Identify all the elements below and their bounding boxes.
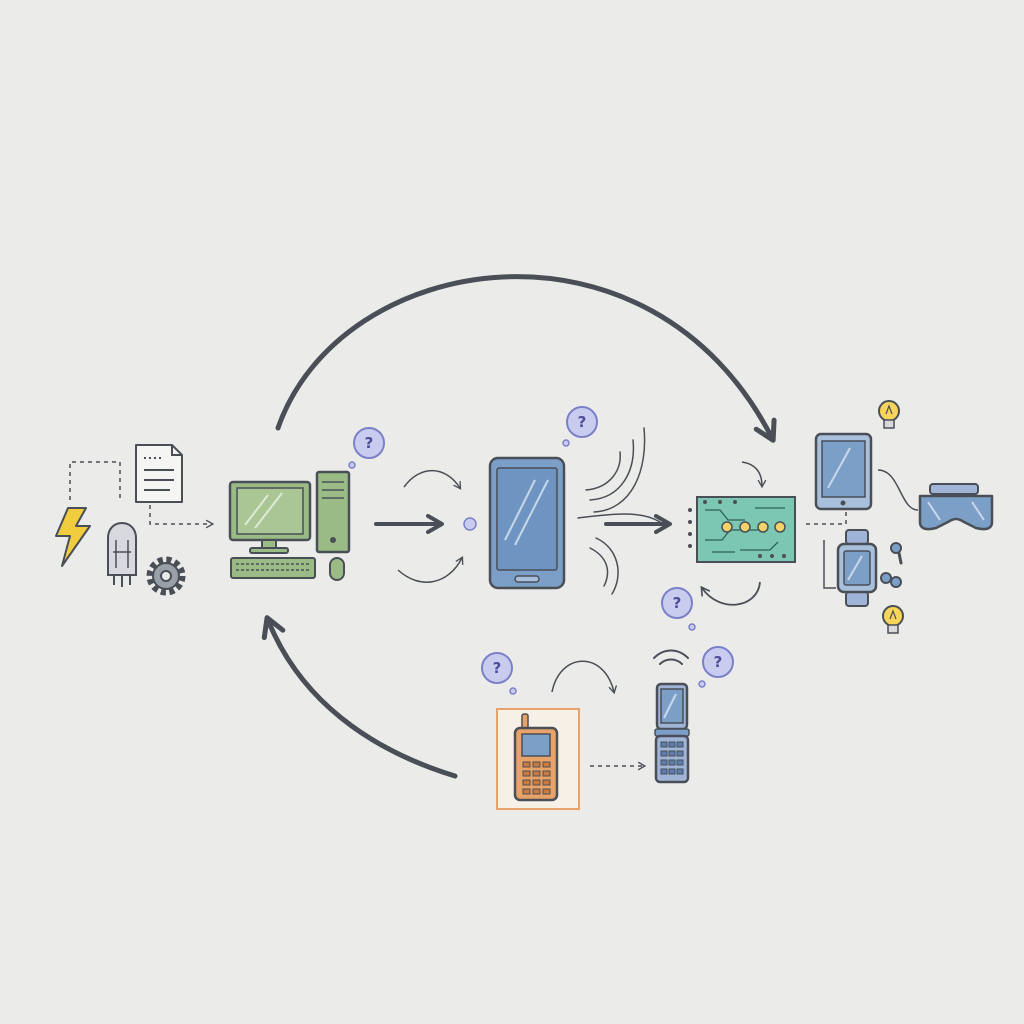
curved-arrow-upper — [403, 470, 462, 490]
smartwatch — [836, 529, 878, 607]
curved-arrow-lower — [397, 555, 464, 583]
dashed-connector-document — [149, 505, 215, 529]
tablet — [814, 432, 873, 511]
smartphone — [488, 456, 566, 590]
connector-watch — [823, 540, 836, 589]
earbuds-icon — [880, 542, 903, 588]
top-arc-arrow — [275, 274, 777, 443]
question-bubble: ? — [698, 646, 734, 688]
bottom-arc-arrow — [261, 615, 458, 779]
loop-arrow-under-board — [700, 581, 761, 606]
vr-headset-icon — [918, 483, 994, 531]
question-mark: ? — [714, 653, 723, 671]
document-icon — [135, 444, 183, 503]
question-mark: ? — [673, 594, 682, 612]
connector-tablet-vr — [877, 469, 919, 511]
desktop-computer — [228, 470, 351, 581]
signal-waves — [577, 427, 661, 595]
lightbulb-icon — [878, 400, 900, 429]
curved-arrow-feature-to-flip — [551, 660, 617, 695]
gear-icon — [146, 556, 186, 596]
dashed-connector-power — [69, 461, 121, 500]
vacuum-tube-icon — [107, 522, 137, 587]
question-bubble: ? — [481, 652, 517, 695]
question-mark: ? — [365, 434, 374, 452]
question-bubble: ? — [348, 427, 385, 469]
wifi-signal-icon — [653, 649, 689, 665]
feature-phone — [496, 708, 580, 810]
circuit-board — [688, 496, 796, 563]
lightbulb-icon — [882, 605, 904, 634]
question-mark: ? — [578, 413, 587, 431]
question-bubble: ? — [661, 587, 696, 631]
question-mark: ? — [493, 659, 502, 677]
connector-dot — [463, 517, 477, 531]
dashed-connector-devices — [806, 508, 847, 525]
lightning-icon — [55, 507, 91, 567]
keyboard — [230, 557, 316, 579]
curved-arrow-into-board — [741, 461, 767, 489]
mouse — [329, 557, 345, 581]
flip-phone — [654, 682, 690, 784]
computer-tower — [315, 470, 351, 554]
question-bubble: ? — [562, 406, 598, 447]
